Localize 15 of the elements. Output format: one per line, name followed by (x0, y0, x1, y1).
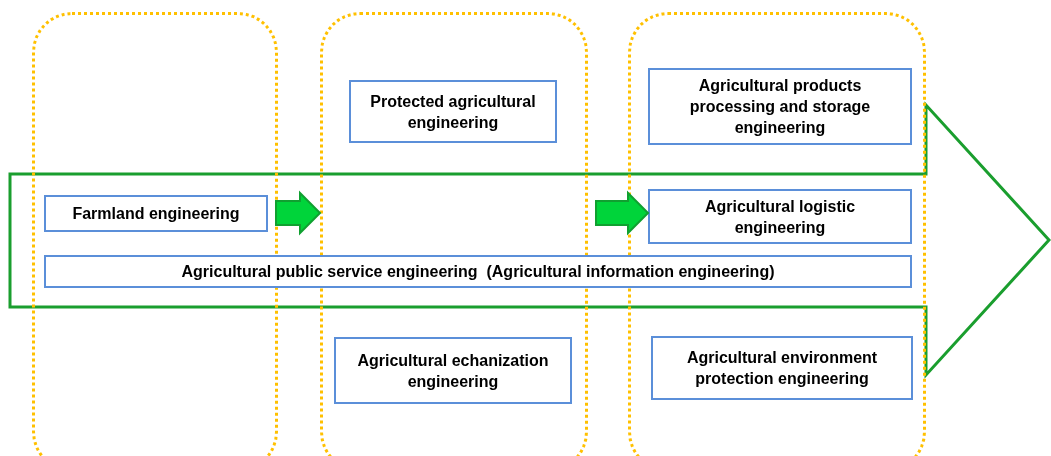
box-label: Agricultural products processing and storage engineering (688, 76, 872, 138)
box-label: Agricultural environment protection engineering (685, 348, 879, 389)
process-box (651, 336, 913, 400)
box-label: Protected agricultural engineering (369, 91, 537, 133)
box-label: Farmland engineering (72, 204, 240, 224)
block-arrow (595, 190, 650, 236)
process-box (349, 80, 557, 143)
process-box (44, 195, 268, 232)
process-box (648, 68, 912, 145)
process-box (648, 189, 912, 244)
process-box (334, 337, 572, 404)
block-arrow (275, 190, 322, 236)
box-label: Agricultural public service engineering (Agricultural information engineering) (181, 262, 775, 282)
box-label: Agricultural logistic engineering (703, 196, 857, 238)
box-label: Agricultural echanization engineering (356, 350, 550, 392)
